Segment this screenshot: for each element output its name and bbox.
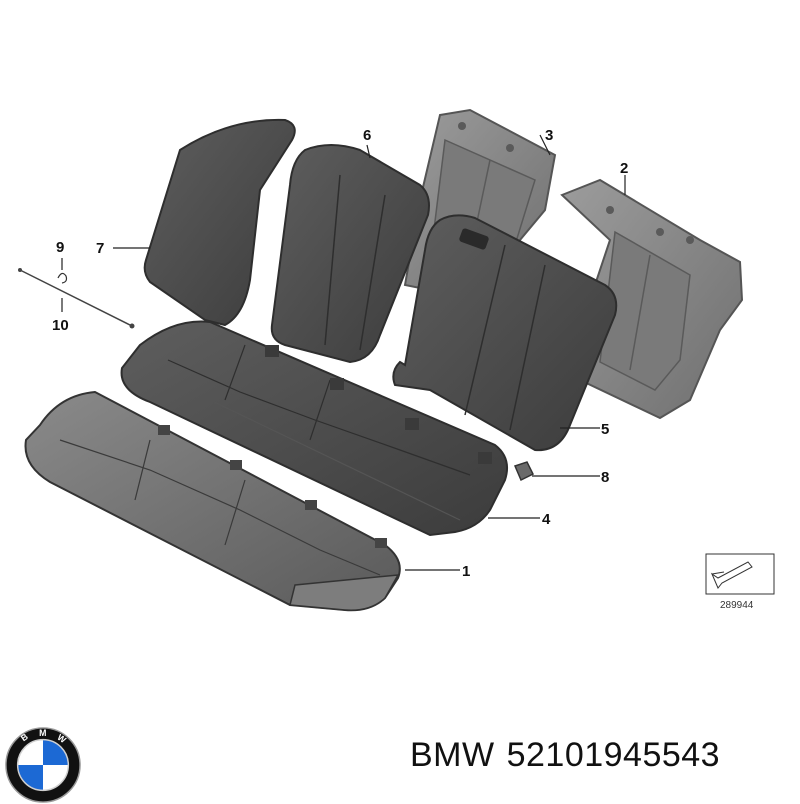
part-number: 52101945543 — [506, 736, 721, 774]
leader-lines — [61, 134, 626, 571]
callout-7: 7 — [96, 240, 104, 257]
callout-4: 4 — [542, 511, 551, 528]
callout-9: 9 — [56, 239, 64, 256]
part-caption: BMW 52101945543 — [410, 736, 732, 775]
callout-2: 2 — [620, 160, 628, 177]
part-7-side-bolster — [143, 118, 296, 327]
part-5-backrest-cushion-side — [392, 214, 618, 452]
part-4-seat-cushion-upper — [120, 320, 508, 537]
callout-8: 8 — [601, 469, 609, 486]
reference-box — [705, 553, 775, 595]
part-2-backrest-frame-right — [560, 178, 744, 420]
svg-text:M: M — [39, 728, 46, 738]
callout-3: 3 — [545, 127, 553, 144]
brand-name: BMW — [410, 736, 495, 774]
callout-5: 5 — [601, 421, 609, 438]
svg-text:B: B — [19, 731, 30, 743]
part-9-10-wire-hook — [18, 268, 135, 329]
part-8-clip — [513, 461, 535, 482]
callout-6: 6 — [363, 127, 371, 144]
reference-number: 289944 — [720, 600, 754, 611]
callout-1: 1 — [462, 563, 470, 580]
part-1-seat-cushion-lower — [24, 390, 401, 612]
part-6-backrest-cushion-center — [270, 144, 430, 364]
bmw-logo: B M W — [5, 727, 81, 803]
callout-10: 10 — [52, 317, 69, 334]
